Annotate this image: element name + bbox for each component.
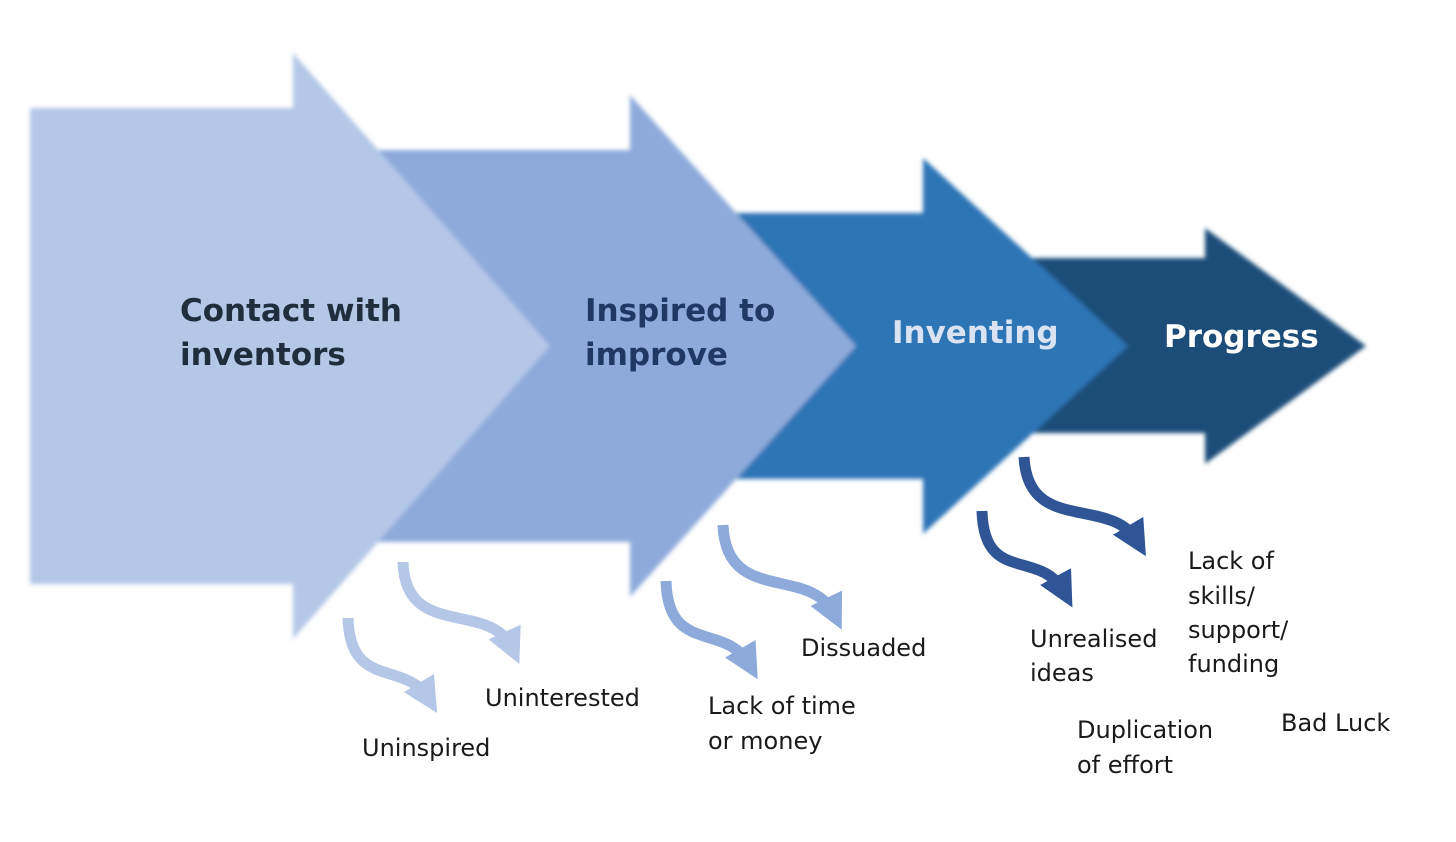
stage-label-inspired: Inspired to improve: [585, 293, 786, 373]
stage-arrow-contact: [30, 53, 550, 639]
outcome-uninterested: Uninterested: [485, 684, 640, 712]
dropoff-arrow-uninspired: [342, 617, 438, 714]
outcome-dissuaded: Dissuaded: [801, 634, 926, 662]
outcome-lack-skills: Lack of skills/ support/ funding: [1188, 547, 1296, 678]
stage-label-progress: Progress: [1164, 319, 1319, 355]
stage-label-inventing: Inventing: [892, 315, 1059, 351]
dropoff-arrow-uninterested: [397, 561, 521, 664]
outcome-uninspired: Uninspired: [362, 734, 490, 762]
dropoff-arrow-lack-time: [660, 580, 758, 680]
stage-arrow-progress: [1000, 228, 1366, 464]
outcome-lack-time-money: Lack of time or money: [708, 692, 863, 755]
dropoff-arrow-lack-skills: [1018, 456, 1146, 557]
outcome-bad-luck: Bad Luck: [1281, 709, 1390, 737]
dropoff-arrow-unrealised: [976, 510, 1073, 608]
stage-arrow-inspired: [360, 95, 856, 597]
stage-label-contact: Contact with inventors: [180, 293, 413, 373]
dropoff-arrow-dissuaded: [717, 524, 843, 630]
outcome-unrealised-ideas: Unrealised ideas: [1030, 625, 1165, 687]
stage-arrow-inventing: [700, 158, 1128, 534]
outcome-duplication: Duplication of effort: [1077, 716, 1221, 779]
